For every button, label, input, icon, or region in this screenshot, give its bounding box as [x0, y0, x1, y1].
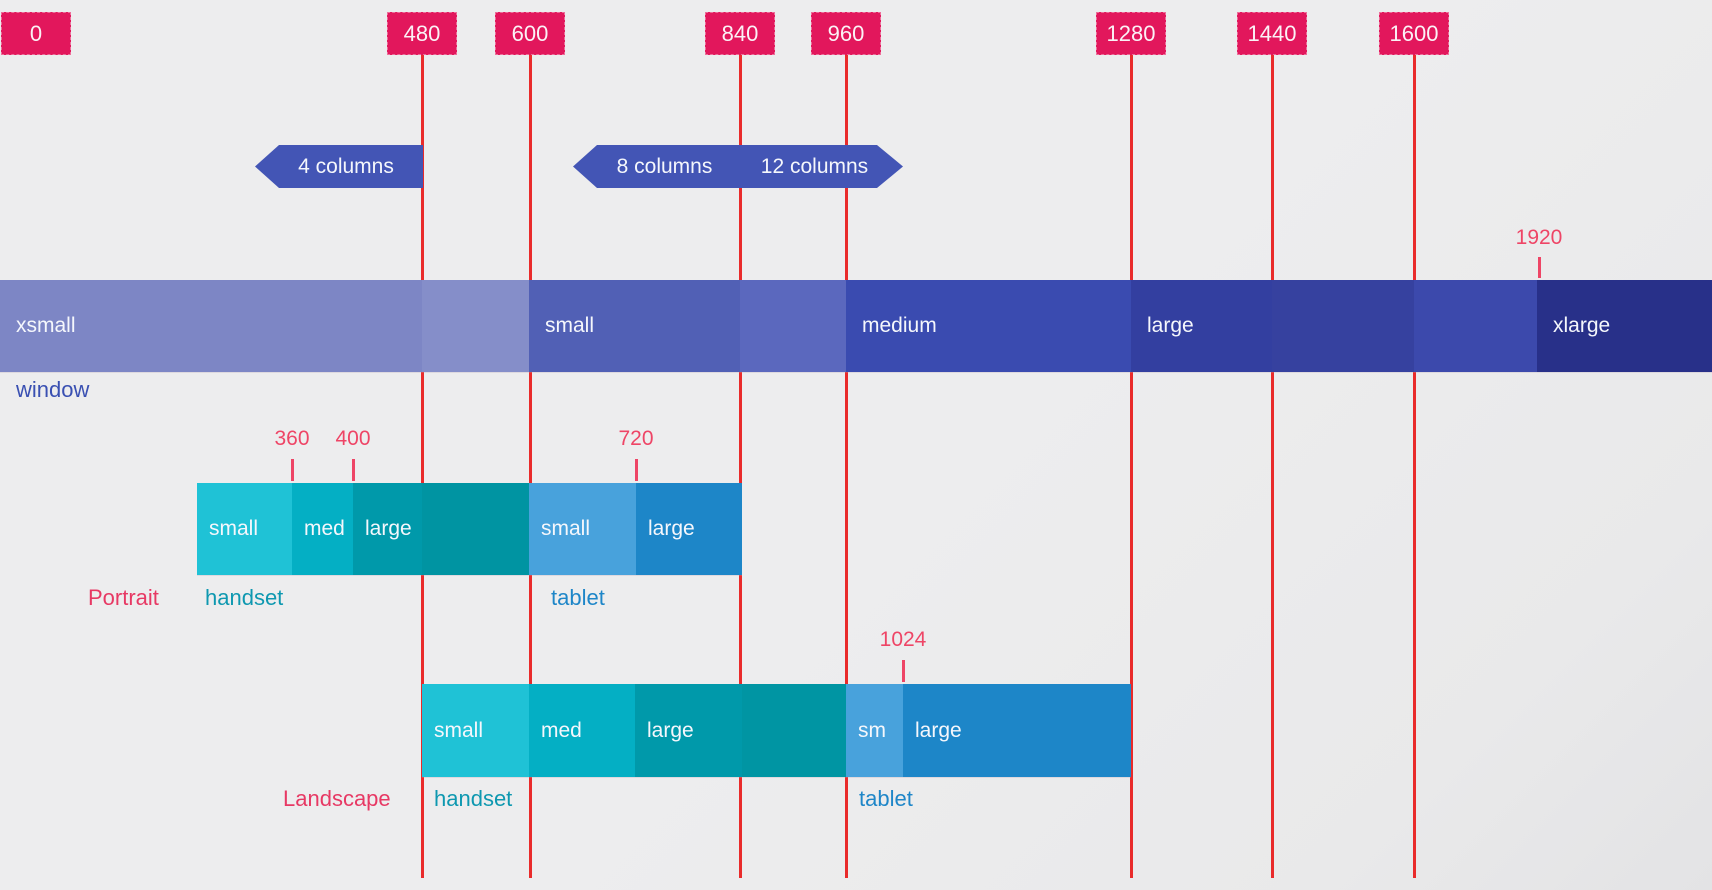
window-segment-medium: medium [846, 280, 1131, 372]
portrait-handset-segment-small: small [197, 483, 292, 575]
window-segment-xsmall: xsmall [0, 280, 422, 372]
landscape-tablet-segment-sm-label: sm [858, 718, 886, 742]
landscape-width-label-1024-label: 1024 [879, 628, 927, 651]
breakpoint-line-600 [529, 55, 532, 878]
breakpoint-badge-1440-label: 1440 [1247, 20, 1297, 46]
portrait-width-label-720-label: 720 [618, 427, 654, 450]
breakpoint-badge-600: 600 [495, 12, 565, 55]
row-label-portrait: Portrait [88, 585, 159, 611]
portrait-handset-segment-large-label: large [365, 517, 412, 540]
landscape-tablet-segment-large-label: large [915, 718, 962, 742]
window-max-width-label-label: 1920 [1515, 226, 1563, 249]
breakpoint-badge-960: 960 [811, 12, 881, 55]
breakpoint-badge-0-label: 0 [29, 20, 43, 46]
portrait-tablet-segment-small: small [529, 483, 636, 575]
breakpoint-badge-1440: 1440 [1237, 12, 1307, 55]
portrait-handset-segment-range-3 [422, 483, 529, 575]
portrait-handset-segment-large: large [353, 483, 422, 575]
portrait-width-label-720: 720 [618, 427, 653, 451]
row-label-landscape-label: Landscape [283, 786, 391, 811]
landscape-tablet-caption: tablet [859, 786, 913, 812]
landscape-tablet-segment-sm: sm [846, 684, 903, 777]
columns-chip-12-columns: 12 columns [742, 145, 903, 188]
landscape-handset-segment-range-3 [742, 684, 846, 777]
portrait-handset-caption: handset [205, 585, 283, 611]
landscape-handset-segment-large: large [635, 684, 742, 777]
breakpoint-badge-1600: 1600 [1379, 12, 1449, 55]
portrait-handset-segment-med: med [292, 483, 353, 575]
breakpoint-badge-480: 480 [387, 12, 457, 55]
portrait-width-tick-400 [352, 459, 355, 481]
portrait-width-label-400: 400 [335, 427, 370, 451]
window-segment-small: small [529, 280, 740, 372]
landscape-handset-segment-small-label: small [434, 718, 484, 742]
portrait-handset-caption-label: handset [205, 585, 284, 610]
window-caption-label: window [16, 377, 90, 402]
landscape-width-tick-1024 [902, 660, 905, 682]
breakpoint-badge-0: 0 [1, 12, 71, 55]
portrait-tablet-caption: tablet [551, 585, 605, 611]
landscape-handset-segment-large-label: large [647, 718, 694, 742]
breakpoint-badge-1280: 1280 [1096, 12, 1166, 55]
breakpoint-line-1440 [1271, 55, 1274, 878]
window-segment-range-3 [740, 280, 846, 372]
window-caption: window [16, 377, 89, 403]
window-segment-large-label: large [1147, 314, 1194, 337]
window-segment-small-label: small [545, 314, 595, 337]
portrait-width-label-400-label: 400 [335, 427, 371, 450]
portrait-handset-segment-small-label: small [209, 517, 259, 540]
breakpoint-line-840 [739, 55, 742, 878]
row-label-landscape: Landscape [283, 786, 391, 812]
landscape-handset-caption-label: handset [434, 786, 513, 811]
portrait-width-tick-720 [635, 459, 638, 481]
breakpoint-line-480 [421, 55, 424, 878]
columns-chip-12-columns-label: 12 columns [760, 154, 869, 178]
breakpoint-line-1600 [1413, 55, 1416, 878]
breakpoint-line-960 [845, 55, 848, 878]
window-max-width-tick [1538, 257, 1541, 278]
landscape-handset-caption: handset [434, 786, 512, 812]
window-segment-range-7 [1414, 280, 1537, 372]
window-max-width-label: 1920 [1516, 226, 1563, 250]
portrait-tablet-segment-small-label: small [541, 517, 591, 540]
window-segment-xsmall-label: xsmall [16, 314, 76, 337]
window-segment-large: large [1131, 280, 1272, 372]
breakpoint-badge-840-label: 840 [721, 20, 759, 46]
window-segment-xlarge: xlarge [1537, 280, 1712, 372]
portrait-tablet-segment-large: large [636, 483, 742, 575]
columns-chip-8-columns: 8 columns [573, 145, 742, 188]
window-segment-medium-label: medium [862, 314, 937, 337]
breakpoint-line-1280 [1130, 55, 1133, 878]
portrait-width-tick-360 [291, 459, 294, 481]
breakpoint-badge-480-label: 480 [403, 20, 441, 46]
columns-chip-8-columns-label: 8 columns [616, 154, 713, 178]
landscape-handset-segment-small: small [422, 684, 529, 777]
landscape-width-label-1024: 1024 [880, 628, 927, 652]
portrait-tablet-segment-large-label: large [648, 517, 695, 540]
landscape-tablet-caption-label: tablet [859, 786, 913, 811]
row-label-portrait-label: Portrait [88, 585, 159, 610]
columns-chip-4-columns: 4 columns [255, 145, 423, 188]
breakpoint-badge-960-label: 960 [827, 20, 865, 46]
window-segment-range-6 [1272, 280, 1414, 372]
portrait-width-label-360: 360 [274, 427, 309, 451]
landscape-handset-segment-med-label: med [541, 718, 582, 742]
portrait-tablet-caption-label: tablet [551, 585, 605, 610]
breakpoint-badge-840: 840 [705, 12, 775, 55]
landscape-tablet-segment-large: large [903, 684, 1131, 777]
window-segment-range-1 [422, 280, 529, 372]
breakpoint-badge-1280-label: 1280 [1106, 20, 1156, 46]
breakpoint-badge-600-label: 600 [511, 20, 549, 46]
breakpoint-badge-1600-label: 1600 [1389, 20, 1439, 46]
landscape-handset-segment-med: med [529, 684, 635, 777]
window-segment-xlarge-label: xlarge [1553, 314, 1611, 337]
portrait-width-label-360-label: 360 [274, 427, 310, 450]
portrait-handset-segment-med-label: med [304, 517, 345, 540]
columns-chip-4-columns-label: 4 columns [298, 154, 394, 178]
